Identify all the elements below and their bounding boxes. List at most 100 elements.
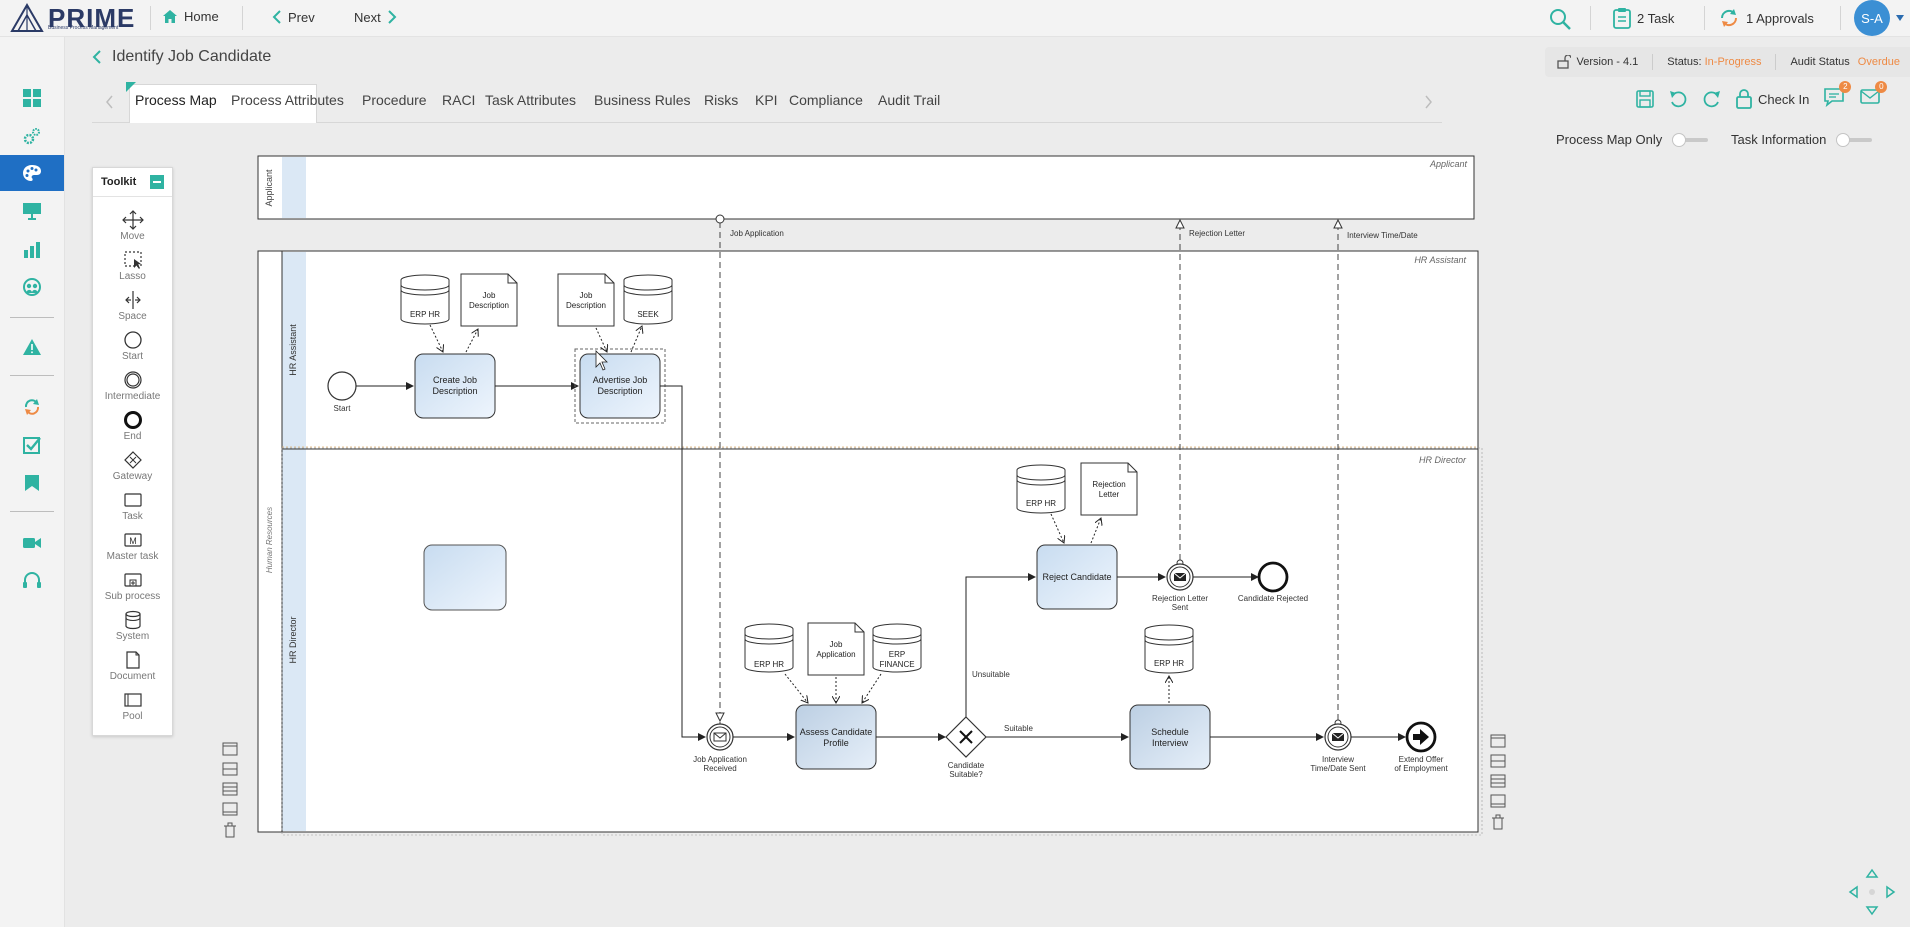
- home-button[interactable]: Home: [162, 9, 219, 24]
- tool-document[interactable]: Document: [93, 650, 172, 682]
- add-lane-middle-icon[interactable]: [222, 762, 238, 776]
- empty-task[interactable]: [423, 544, 507, 611]
- sidebar-workflow[interactable]: [0, 389, 64, 425]
- approvals-button[interactable]: 1 Approvals: [1718, 7, 1814, 29]
- tool-task[interactable]: Task: [93, 490, 172, 522]
- data-association[interactable]: [1090, 518, 1101, 544]
- trash-icon[interactable]: [222, 822, 238, 838]
- tab-audit-trail[interactable]: Audit Trail: [878, 92, 941, 108]
- data-association[interactable]: [1050, 513, 1064, 543]
- data-store-erp-hr-3[interactable]: [1016, 464, 1066, 514]
- tool-master-task[interactable]: M Master task: [93, 530, 172, 562]
- data-store-erp-hr[interactable]: [400, 274, 450, 325]
- tool-system[interactable]: System: [93, 610, 172, 642]
- add-lane-above-icon[interactable]: [222, 742, 238, 756]
- comments-button[interactable]: 2: [1823, 80, 1852, 112]
- data-association[interactable]: [862, 673, 882, 703]
- sidebar-settings[interactable]: [0, 118, 64, 154]
- tab-procedure[interactable]: Procedure: [362, 92, 427, 108]
- tab-raci[interactable]: RACI: [442, 92, 476, 108]
- tool-lasso[interactable]: Lasso: [93, 250, 172, 282]
- tab-process-map[interactable]: Process Map: [135, 92, 217, 108]
- document-job-description-2[interactable]: [557, 273, 615, 327]
- sequence-flow[interactable]: [660, 385, 706, 741]
- tool-sub-process[interactable]: Sub process: [93, 570, 172, 602]
- add-lane-below-icon[interactable]: [1490, 794, 1506, 808]
- pan-navigator[interactable]: [1848, 868, 1896, 916]
- pan-up-icon[interactable]: [1865, 868, 1879, 878]
- sidebar-video[interactable]: [0, 525, 64, 561]
- user-avatar[interactable]: S-A: [1854, 0, 1890, 36]
- redo-icon[interactable]: [1702, 89, 1722, 109]
- tool-space[interactable]: Space: [93, 290, 172, 322]
- tab-task-attributes[interactable]: Task Attributes: [485, 92, 577, 108]
- tab-compliance[interactable]: Compliance: [789, 92, 863, 108]
- pool-applicant[interactable]: [257, 155, 1475, 220]
- document-job-application[interactable]: [807, 622, 865, 676]
- tool-move[interactable]: Move: [93, 210, 172, 242]
- sidebar-bookmarks[interactable]: [0, 465, 64, 501]
- document-job-description[interactable]: [460, 273, 518, 327]
- data-store-erp-hr-4[interactable]: [1144, 624, 1194, 674]
- sidebar-process-designer[interactable]: [0, 155, 64, 191]
- pan-right-icon[interactable]: [1886, 885, 1896, 899]
- sidebar-dashboard[interactable]: [0, 80, 64, 116]
- document-rejection-letter[interactable]: [1080, 462, 1138, 516]
- search-button[interactable]: [1548, 7, 1572, 31]
- data-store-erp-hr-2[interactable]: [744, 623, 794, 673]
- caret-down-icon[interactable]: [1896, 15, 1904, 21]
- add-lane-middle-icon[interactable]: [1490, 754, 1506, 768]
- process-map-only-toggle[interactable]: [1672, 132, 1710, 147]
- data-association[interactable]: [429, 324, 443, 352]
- sidebar-risks[interactable]: [0, 329, 64, 365]
- tool-intermediate[interactable]: Intermediate: [93, 370, 172, 402]
- prev-button[interactable]: Prev: [272, 9, 315, 25]
- toolkit-minimize-button[interactable]: [150, 175, 164, 189]
- add-lane-below-icon[interactable]: [222, 802, 238, 816]
- next-button[interactable]: Next: [354, 9, 397, 25]
- tab-kpi[interactable]: KPI: [755, 92, 778, 108]
- task-schedule-interview[interactable]: [1129, 704, 1211, 770]
- tabs-scroll-right-icon[interactable]: [1424, 95, 1432, 109]
- app-logo[interactable]: PRIME: [10, 3, 135, 33]
- save-icon[interactable]: [1636, 90, 1654, 108]
- sidebar-support[interactable]: [0, 563, 64, 599]
- pan-down-icon[interactable]: [1865, 906, 1879, 916]
- add-lane-above-icon[interactable]: [1490, 734, 1506, 748]
- sidebar-presentation[interactable]: [0, 193, 64, 229]
- tasks-button[interactable]: 2 Task: [1613, 7, 1674, 29]
- task-information-toggle[interactable]: [1836, 132, 1874, 147]
- data-association[interactable]: [465, 329, 478, 353]
- tabs-scroll-left-icon[interactable]: [106, 95, 114, 109]
- trash-icon[interactable]: [1490, 814, 1506, 830]
- data-store-erp-finance[interactable]: [872, 623, 922, 673]
- messages-button[interactable]: 0: [1859, 80, 1888, 112]
- pan-center-icon[interactable]: [1869, 889, 1875, 895]
- split-lanes-icon[interactable]: [1490, 774, 1506, 788]
- checkin-button[interactable]: Check In: [1736, 89, 1809, 109]
- tab-business-rules[interactable]: Business Rules: [594, 92, 691, 108]
- tab-risks[interactable]: Risks: [704, 92, 739, 108]
- task-assess-candidate-profile[interactable]: [795, 704, 877, 770]
- start-event[interactable]: [327, 371, 357, 401]
- tool-end[interactable]: End: [93, 410, 172, 442]
- tab-process-attributes[interactable]: Process Attributes: [231, 92, 344, 108]
- sidebar-reports[interactable]: [0, 231, 64, 267]
- data-association[interactable]: [630, 326, 642, 353]
- tool-gateway[interactable]: Gateway: [93, 450, 172, 482]
- sequence-flow-unsuitable[interactable]: [965, 573, 1036, 717]
- sidebar-tasks[interactable]: [0, 427, 64, 463]
- undo-icon[interactable]: [1668, 89, 1688, 109]
- data-association[interactable]: [595, 327, 607, 352]
- data-store-seek[interactable]: [623, 274, 673, 325]
- tool-pool[interactable]: Pool: [93, 690, 172, 722]
- end-event-candidate-rejected[interactable]: [1257, 561, 1289, 593]
- split-lanes-icon[interactable]: [222, 782, 238, 796]
- back-arrow-icon[interactable]: [92, 49, 102, 65]
- status-badge: Status: In-Progress: [1667, 56, 1761, 68]
- sidebar-people[interactable]: [0, 269, 64, 305]
- tool-start[interactable]: Start: [93, 330, 172, 362]
- mouse-cursor-icon: [595, 350, 608, 371]
- pan-left-icon[interactable]: [1848, 885, 1858, 899]
